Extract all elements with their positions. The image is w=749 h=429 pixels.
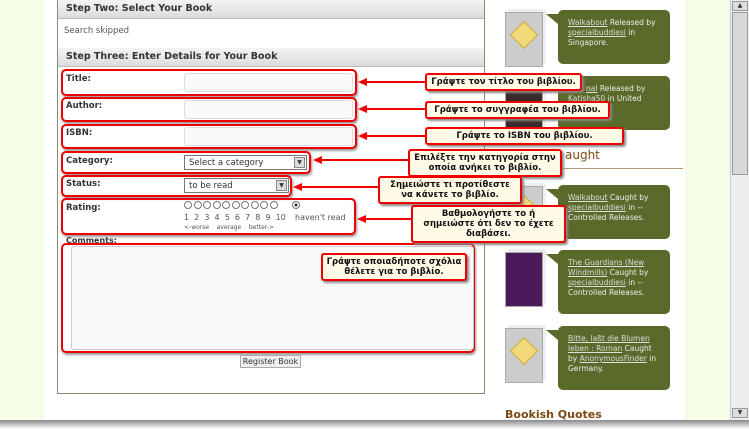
arrow-line bbox=[320, 159, 410, 161]
bookish-quotes-heading: Bookish Quotes bbox=[505, 408, 602, 421]
rating-scale: <-worse average better-> bbox=[184, 224, 275, 231]
book-cover[interactable] bbox=[505, 328, 543, 383]
scrollbar[interactable]: ▲ ▼ bbox=[730, 0, 749, 420]
rating-radio-10[interactable] bbox=[269, 201, 278, 209]
author-highlight bbox=[61, 97, 357, 122]
step-two-header: Step Two: Select Your Book bbox=[58, 0, 484, 19]
rating-numbers: 1 2 3 4 5 6 7 8 9 10 bbox=[184, 213, 286, 222]
rating-label: Rating: bbox=[66, 203, 101, 213]
bookcrossing-logo-icon bbox=[509, 336, 539, 366]
verb: Caught by bbox=[568, 344, 652, 363]
comments-callout: Γράψτε οποιαδήποτε σχόλια θέλετε για το … bbox=[321, 253, 467, 281]
book-link[interactable]: nal bbox=[586, 84, 598, 93]
scroll-down-arrow-icon[interactable]: ▼ bbox=[732, 408, 748, 418]
category-value: Select a category bbox=[189, 158, 264, 168]
register-book-button[interactable]: Register Book bbox=[240, 355, 301, 368]
isbn-highlight bbox=[61, 124, 357, 149]
rating-radios bbox=[184, 201, 301, 211]
category-select[interactable]: Select a category ▼ bbox=[184, 155, 307, 170]
step-three-header: Step Three: Enter Details for Your Book bbox=[58, 48, 484, 67]
place: in Singapore. bbox=[568, 28, 636, 47]
heading-divider bbox=[505, 168, 683, 169]
chevron-down-icon[interactable]: ▼ bbox=[294, 157, 305, 168]
author-input[interactable] bbox=[184, 100, 353, 119]
arrow-line bbox=[365, 135, 427, 137]
comments-highlight bbox=[61, 243, 475, 353]
rating-highlight bbox=[61, 198, 356, 235]
bookcrossing-logo-icon bbox=[509, 20, 539, 50]
user-link[interactable]: Katisha50 bbox=[568, 94, 606, 103]
arrow-line bbox=[300, 186, 380, 188]
search-status: Search skipped bbox=[64, 26, 130, 36]
chevron-down-icon[interactable]: ▼ bbox=[276, 180, 287, 191]
caught-item: Bitte, laßt die Blumen leben : Roman Cau… bbox=[546, 326, 670, 390]
verb: Released by bbox=[599, 84, 646, 93]
rating-radio-4[interactable] bbox=[212, 201, 221, 209]
status-value: to be read bbox=[189, 181, 233, 191]
rating-radio-2[interactable] bbox=[193, 201, 202, 209]
book-link[interactable]: Walkabout bbox=[568, 193, 608, 202]
book-cover[interactable] bbox=[505, 12, 543, 67]
rating-radio-7[interactable] bbox=[241, 201, 249, 209]
scroll-up-arrow-icon[interactable]: ▲ bbox=[732, 1, 748, 11]
verb: Released by bbox=[609, 18, 656, 27]
book-cover[interactable] bbox=[505, 252, 543, 307]
arrow-line bbox=[365, 81, 427, 83]
place: in -- Controlled Releases. bbox=[568, 278, 645, 297]
rating-radio-1[interactable] bbox=[184, 201, 192, 209]
title-label: Title: bbox=[66, 74, 91, 84]
title-highlight bbox=[61, 69, 357, 96]
user-link[interactable]: specialbuddiesi bbox=[568, 28, 626, 37]
isbn-input[interactable] bbox=[184, 127, 353, 146]
arrow-head-icon bbox=[313, 156, 322, 164]
rating-radio-havent-read[interactable] bbox=[291, 201, 300, 209]
book-link[interactable]: Bitte, laßt die Blumen leben : Roman bbox=[568, 334, 650, 353]
released-item: Walkabout Released by specialbuddiesi in… bbox=[546, 10, 670, 64]
verb: Caught by bbox=[609, 268, 649, 277]
category-highlight bbox=[61, 151, 311, 174]
arrow-line bbox=[365, 108, 427, 110]
arrow-line bbox=[364, 218, 413, 220]
caught-item: The Guardians (New Windmills) Caught by … bbox=[546, 250, 670, 314]
rating-callout: Βαθμολογήστε το ή σημειώστε ότι δεν το έ… bbox=[411, 205, 566, 243]
rating-radio-3[interactable] bbox=[203, 201, 211, 209]
category-label: Category: bbox=[66, 156, 113, 166]
caught-item: Walkabout Caught by specialbuddiesi in -… bbox=[546, 185, 670, 239]
author-callout: Γράψτε το συγγραφέα του βιβλίου. bbox=[425, 101, 610, 119]
rating-radio-6[interactable] bbox=[231, 201, 240, 209]
book-link[interactable]: The Guardians (New Windmills) bbox=[568, 258, 645, 277]
arrow-head-icon bbox=[358, 105, 367, 113]
title-input[interactable] bbox=[184, 73, 353, 92]
rating-radio-8[interactable] bbox=[250, 201, 259, 209]
rating-radio-5[interactable] bbox=[222, 201, 230, 209]
category-callout: Επιλέξτε την κατηγορία στην οποία ανήκει… bbox=[408, 149, 562, 177]
user-link[interactable]: specialbuddiesi bbox=[568, 278, 626, 287]
isbn-callout: Γράψτε το ISBN του βιβλίου. bbox=[425, 127, 624, 145]
arrow-head-icon bbox=[357, 215, 366, 223]
arrow-head-icon bbox=[358, 78, 367, 86]
havent-read-label: haven't read bbox=[295, 213, 346, 222]
scroll-thumb[interactable] bbox=[732, 12, 748, 175]
arrow-head-icon bbox=[293, 183, 302, 191]
arrow-head-icon bbox=[358, 132, 367, 140]
status-callout: Σημειώστε τι προτίθεστε να κάνετε το βιβ… bbox=[378, 176, 522, 204]
user-link[interactable]: AnonymousFinder bbox=[579, 354, 647, 363]
status-highlight bbox=[61, 175, 292, 197]
title-callout: Γράψτε τον τίτλο του βιβλίου. bbox=[425, 73, 582, 91]
status-label: Status: bbox=[66, 179, 101, 189]
author-label: Author: bbox=[66, 101, 103, 111]
comments-label: Comments: bbox=[66, 236, 117, 245]
verb: Caught by bbox=[609, 193, 649, 202]
isbn-label: ISBN: bbox=[66, 128, 93, 138]
window-shadow bbox=[0, 420, 749, 429]
status-select[interactable]: to be read ▼ bbox=[184, 178, 289, 193]
rating-radio-9[interactable] bbox=[260, 201, 268, 209]
caught-heading: aught bbox=[565, 148, 600, 162]
user-link[interactable]: specialbuddiesi bbox=[568, 203, 626, 212]
book-link[interactable]: Walkabout bbox=[568, 18, 608, 27]
place: in Germany. bbox=[568, 354, 657, 373]
place: in -- Controlled Releases. bbox=[568, 203, 645, 222]
place: in United bbox=[607, 94, 642, 103]
